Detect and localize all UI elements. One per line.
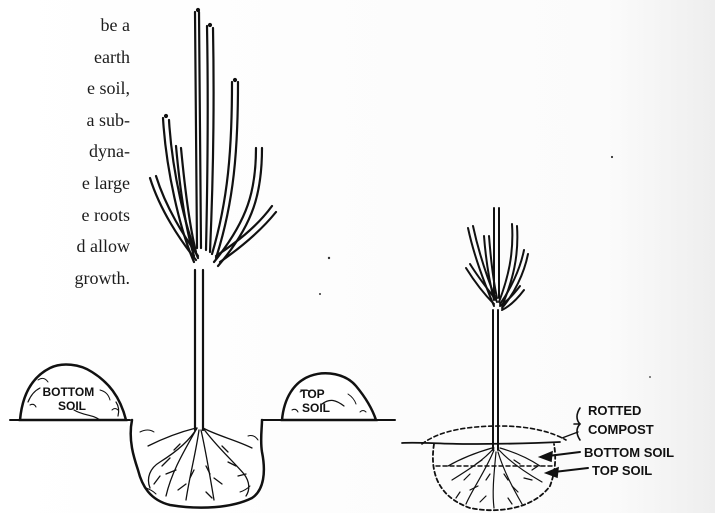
right-trunk — [493, 310, 498, 450]
right-branches — [466, 208, 528, 310]
left-branches — [150, 12, 276, 266]
compost-label-line: ROTTED — [588, 403, 641, 418]
right-mound-label: TOP SOIL — [300, 387, 330, 415]
left-mound-label-line: SOIL — [58, 399, 86, 413]
left-planting-scene — [10, 8, 395, 507]
right-mound-label-line: SOIL — [302, 401, 330, 415]
compost-label-line: COMPOST — [588, 422, 654, 437]
right-planting-scene — [402, 208, 588, 510]
right-mound-label-line: TOP — [300, 387, 324, 401]
compost-label: ROTTED COMPOST — [588, 403, 654, 437]
top-soil-label: TOP SOIL — [592, 463, 652, 478]
bottom-soil-label: BOTTOM SOIL — [584, 445, 674, 460]
left-trunk — [195, 270, 203, 430]
left-mound-label-line: BOTTOM — [42, 385, 94, 399]
right-roots — [448, 448, 542, 508]
planting-hole — [131, 420, 264, 508]
